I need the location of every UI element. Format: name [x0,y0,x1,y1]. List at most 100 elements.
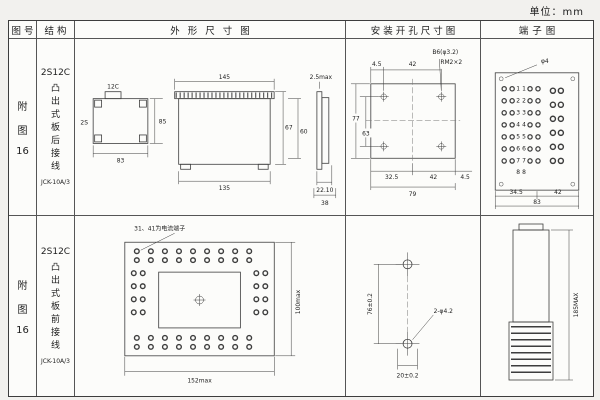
label-hole-spec: B6(φ3.2) [432,49,458,56]
header-outline: 外形尺寸图 [75,21,346,39]
fig-number-cell-row2: 附 图 16 [9,216,37,396]
dim-label-4-5-right: 4.5 [460,174,470,181]
drill-hole-drawing: 76±0.2 2-φ4.2 20±0.2 [367,252,453,379]
terminal-number: 7 [522,157,526,164]
terminal-number: 7 [516,157,520,164]
structure-char: 线 [50,162,60,173]
terminal-number: 4 [522,122,526,129]
dim-label-42-top: 42 [409,61,417,68]
dim-label-63: 63 [362,130,370,137]
dim-label-34-5: 34.5 [509,189,522,196]
outline2-labels: 31、41为电流端子 152max 100max [134,224,302,384]
structure-char: 接 [50,328,60,339]
terminal-drawing-cell-row1: 1 1 2 2 3 3 4 4 5 5 6 6 7 7 8 8 [481,39,593,216]
dim-label-85: 85 [159,119,167,126]
install-dim-lines [350,58,473,191]
outline-dim-labels: 12C 2S 83 85 145 135 67 60 2.5max 22.10 … [80,74,333,207]
dim-label-4-5-top: 4.5 [372,61,382,68]
outline-drawing-rear-wiring: 12C 2S 83 85 145 135 67 60 2.5max 22.10 … [80,74,337,207]
dim-label-12c: 12C [107,84,119,91]
dim-label-152max: 152max [187,378,212,385]
mounting-panel [365,78,461,164]
dim-label-83: 83 [117,157,125,164]
dim-label-panel-thickness: 2.5max [310,74,333,81]
outline-drawing-front-wiring: 31、41为电流端子 152max 100max [124,224,302,385]
dim-label-185max: 185MAX [573,293,580,318]
terminal-numbers: 1 1 2 2 3 3 4 4 5 5 6 6 7 7 8 8 [516,86,526,177]
install-drawing-cell-row1: 4.5 42 B6(φ3.2) RM2×2 77 63 32.5 42 79 4… [346,39,481,216]
terminal-face-view [124,233,275,357]
relay-type-code: JCK-10A/3 [40,358,70,366]
terminal-grid [501,85,565,178]
terminal-number: 6 [516,145,520,152]
terminal-number: 1 [522,86,526,93]
note-current-terminals: 31、41为电流端子 [134,224,185,232]
terminal-side-profile: 185MAX [508,223,580,381]
dim-label-67: 67 [285,124,293,131]
fig-char: 附 [17,280,28,292]
label-mask [359,128,372,138]
terminal-diagram-rear: 1 1 2 2 3 3 4 4 5 5 6 6 7 7 8 8 [494,58,580,210]
structure-char: 板 [50,301,60,312]
relay-side-view [92,91,163,158]
dim-label-38: 38 [321,200,329,207]
terminal-plate [494,64,580,191]
fig-number: 16 [16,324,29,336]
label-thread-spec: RM2×2 [440,59,462,66]
header-install: 安装开孔尺寸图 [346,21,481,39]
structure-char: 凸 [50,262,60,273]
structure-description: 凸 出 式 板 前 接 线 [51,262,60,353]
terminal-drawing-cell-row2: 185MAX [481,216,593,396]
dim-label-100max: 100max [295,289,302,314]
outline-drawing-cell-row1: 12C 2S 83 85 145 135 67 60 2.5max 22.10 … [75,39,346,216]
terminal-dim-lines [494,191,580,210]
fig-char: 附 [17,101,28,113]
structure-char: 凸 [50,83,60,94]
outline-drawing-cell-row2: 31、41为电流端子 152max 100max [75,216,346,396]
relay-model: 2S12C [40,67,71,78]
relay-front-view [174,78,301,185]
dim-label-79: 79 [409,191,417,198]
terminal-number: 8 [522,169,526,176]
terminal-number: 1 [516,86,520,93]
relay-model: 2S12C [40,246,71,257]
drill-holes [395,252,420,356]
terminal-number: 2 [516,98,520,105]
mounting-holes [378,91,447,152]
terminal-number: 3 [516,110,520,117]
fig-char: 图 [17,125,28,137]
dim-label-42: 42 [554,189,562,196]
structure-char: 式 [50,288,60,299]
fig-char: 图 [17,304,28,316]
terminal-strips [130,248,269,350]
panel-cutout-drawing: 4.5 42 B6(φ3.2) RM2×2 77 63 32.5 42 79 4… [349,49,473,198]
label-phi4: φ4 [541,58,549,65]
dim-label-83-total: 83 [533,199,541,206]
terminal-number: 4 [516,122,520,129]
relay-plugged-profile [508,223,554,381]
dim-label-42-bottom: 42 [430,174,438,181]
unit-label: 单位：mm [529,7,584,18]
dim-label-77: 77 [352,116,360,123]
header-terminal: 端子图 [481,21,593,39]
structure-char: 前 [50,315,60,326]
header-structure: 结构 [37,21,75,39]
fig-number-cell-row1: 附 图 16 [9,39,37,216]
structure-char: 板 [50,122,60,133]
structure-char: 出 [50,96,60,107]
fig-number: 16 [16,145,29,157]
dim-label-60: 60 [300,128,308,135]
dim-label-76: 76±0.2 [367,293,374,315]
label-mask [349,113,363,123]
terminal-number: 8 [516,169,520,176]
dim-label-2s: 2S [80,120,88,127]
relay-type-code: JCK-10A/3 [40,179,70,187]
dim-label-20: 20±0.2 [397,372,419,379]
terminal-number: 6 [522,145,526,152]
structure-char: 出 [50,275,60,286]
dim-label-32-5: 32.5 [385,174,398,181]
terminal-dim-labels: φ4 34.5 42 83 [509,58,561,206]
header-fig-no: 图号 [9,21,37,39]
outline2-dim-lines [124,241,296,376]
